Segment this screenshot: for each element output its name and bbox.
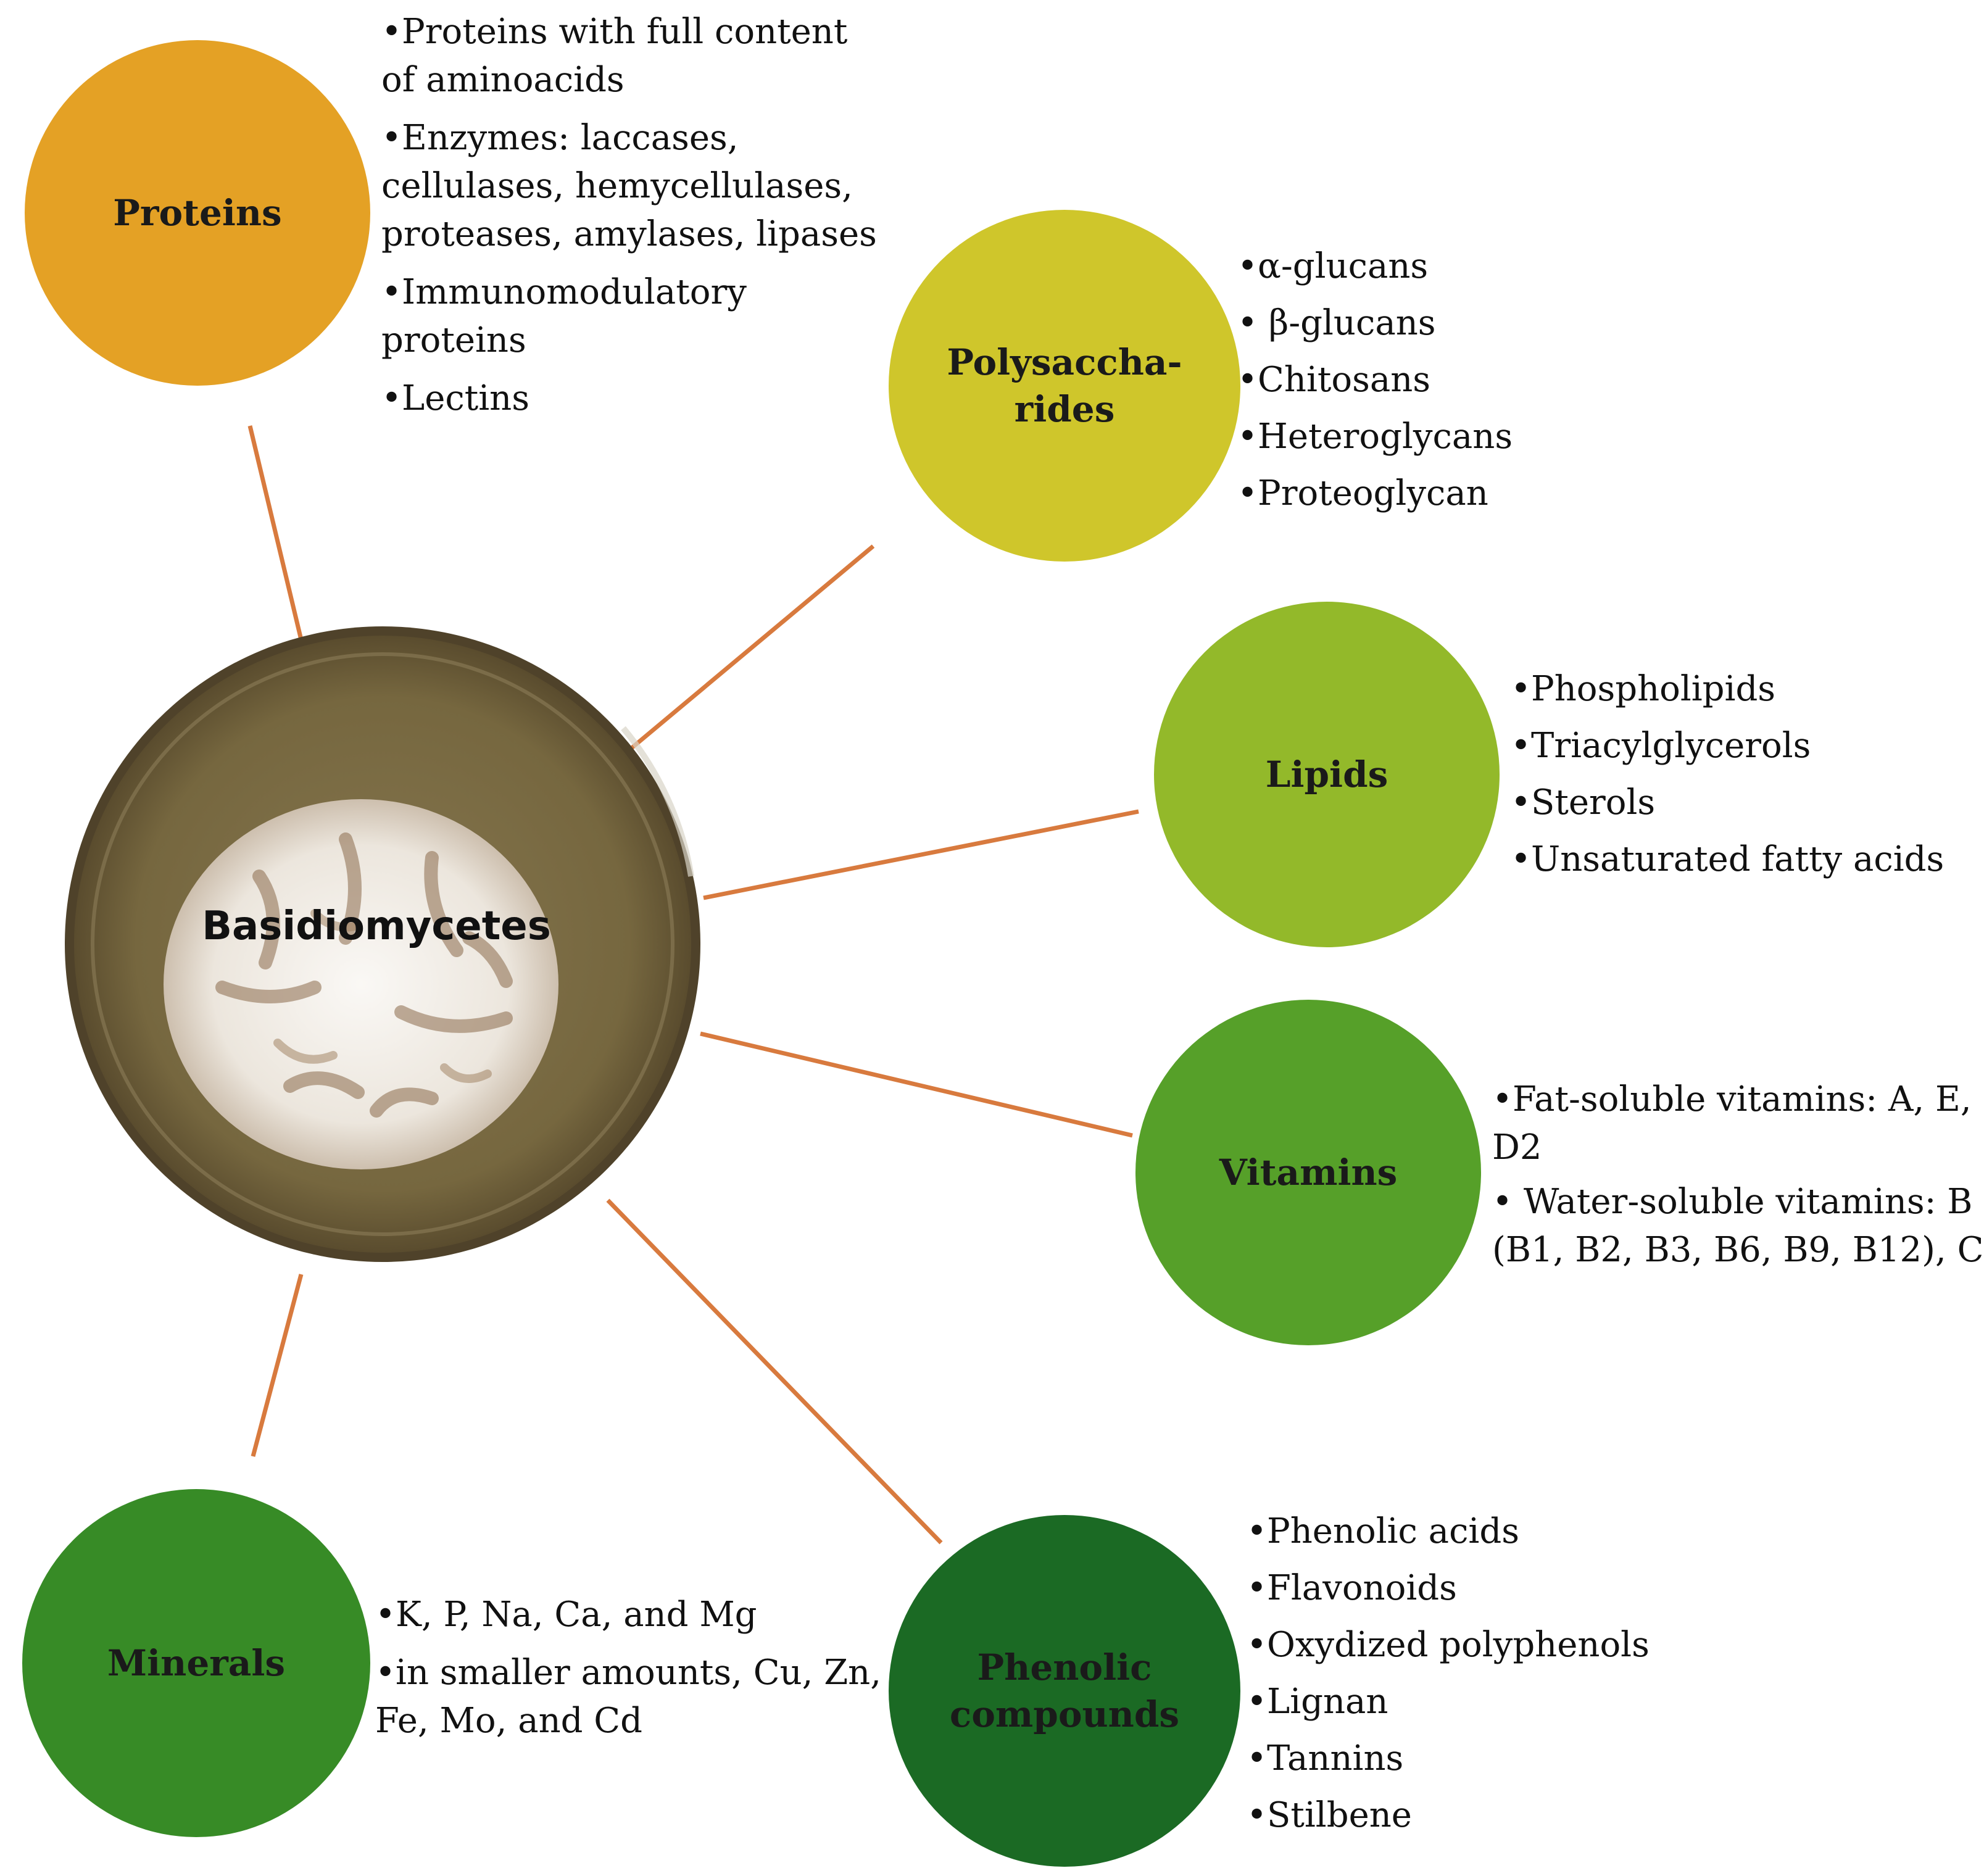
minerals-label: Minerals [107,1642,285,1684]
connector-proteins [247,425,305,645]
polysaccharides-item-2: •Chitosans [1237,360,1430,400]
polysaccharides-item-1: • β-glucans [1237,303,1436,343]
petri-dish-image: Basidiomycetes [65,626,700,1262]
phenolic-item-5: •Stilbene [1247,1795,1412,1835]
phenolic-item-2: •Oxydized polyphenols [1247,1625,1650,1665]
proteins-item-2: proteins [381,320,526,360]
minerals-circle [22,1489,370,1837]
connectors [247,425,1139,1545]
vitamins-item-1: • Water-soluble vitamins: B [1492,1182,1972,1222]
polysaccharides-circle [889,210,1240,562]
proteins-item-1: •Enzymes: laccases, [381,118,739,158]
connector-polysaccharides [628,544,875,752]
node-vitamins: Vitamins •Fat-soluble vitamins: A, E, D2 • … [1135,1000,1983,1345]
phenolic-circle [889,1515,1240,1867]
lipids-item-0: •Phospholipids [1511,669,1775,709]
phenolic-item-1: •Flavonoids [1247,1568,1457,1608]
proteins-item-1: proteases, amylases, lipases [381,214,877,254]
phenolic-item-3: •Lignan [1247,1682,1388,1722]
mycelium-colony [164,799,558,1169]
node-phenolic: Phenolic compounds •Phenolic acids •Flavono… [889,1511,1650,1867]
phenolic-item-4: •Tannins [1247,1738,1403,1778]
node-proteins: Proteins •Proteins with full content of a… [25,12,877,418]
connector-minerals [251,1274,304,1457]
phenolic-item-0: •Phenolic acids [1247,1511,1519,1551]
vitamins-item-0: D2 [1492,1127,1542,1168]
node-minerals: Minerals •K, P, Na, Ca, and Mg •in smaller… [22,1489,881,1837]
minerals-item-0: •K, P, Na, Ca, and Mg [375,1595,757,1635]
minerals-item-1: Fe, Mo, and Cd [375,1701,642,1741]
node-lipids: Lipids •Phospholipids •Triacylglycerols •St… [1154,602,1944,947]
phenolic-label: Phenolic [977,1646,1152,1688]
lipids-label: Lipids [1266,753,1388,795]
lipids-item-1: •Triacylglycerols [1511,726,1811,766]
lipids-circle [1154,602,1500,947]
vitamins-circle [1135,1000,1481,1345]
polysaccharides-label: rides [1015,388,1115,430]
proteins-label: Proteins [113,192,281,234]
vitamins-item-0: •Fat-soluble vitamins: A, E, [1492,1079,1972,1119]
vitamins-label: Vitamins [1219,1152,1398,1193]
nodes: Proteins •Proteins with full content of a… [22,12,1983,1867]
connector-vitamins [700,1031,1133,1138]
polysaccharides-item-3: •Heteroglycans [1237,417,1513,457]
proteins-circle [25,40,370,386]
polysaccharides-item-4: •Proteoglycan [1237,473,1488,513]
phenolic-label: compounds [950,1693,1179,1735]
lipids-item-2: •Sterols [1511,782,1655,823]
connector-lipids [703,809,1139,900]
polysaccharides-item-0: •α-glucans [1237,246,1428,286]
polysaccharides-label: Polysaccha- [947,341,1182,383]
proteins-item-3: •Lectins [381,378,529,418]
vitamins-item-1: (B1, B2, B3, B6, B9, B12), C [1492,1230,1983,1270]
minerals-item-1: •in smaller amounts, Cu, Zn, [375,1653,881,1693]
proteins-item-2: •Immunomodulatory [381,272,747,312]
node-polysaccharides: Polysaccha-rides •α-glucans • β-glucans •Ch… [889,210,1513,562]
lipids-item-3: •Unsaturated fatty acids [1511,839,1944,879]
proteins-item-1: cellulases, hemycellulases, [381,166,853,206]
connector-phenolic [606,1198,943,1545]
proteins-item-0: of aminoacids [381,60,625,100]
center-label: Basidiomycetes [202,903,551,949]
proteins-item-0: •Proteins with full content [381,12,848,52]
